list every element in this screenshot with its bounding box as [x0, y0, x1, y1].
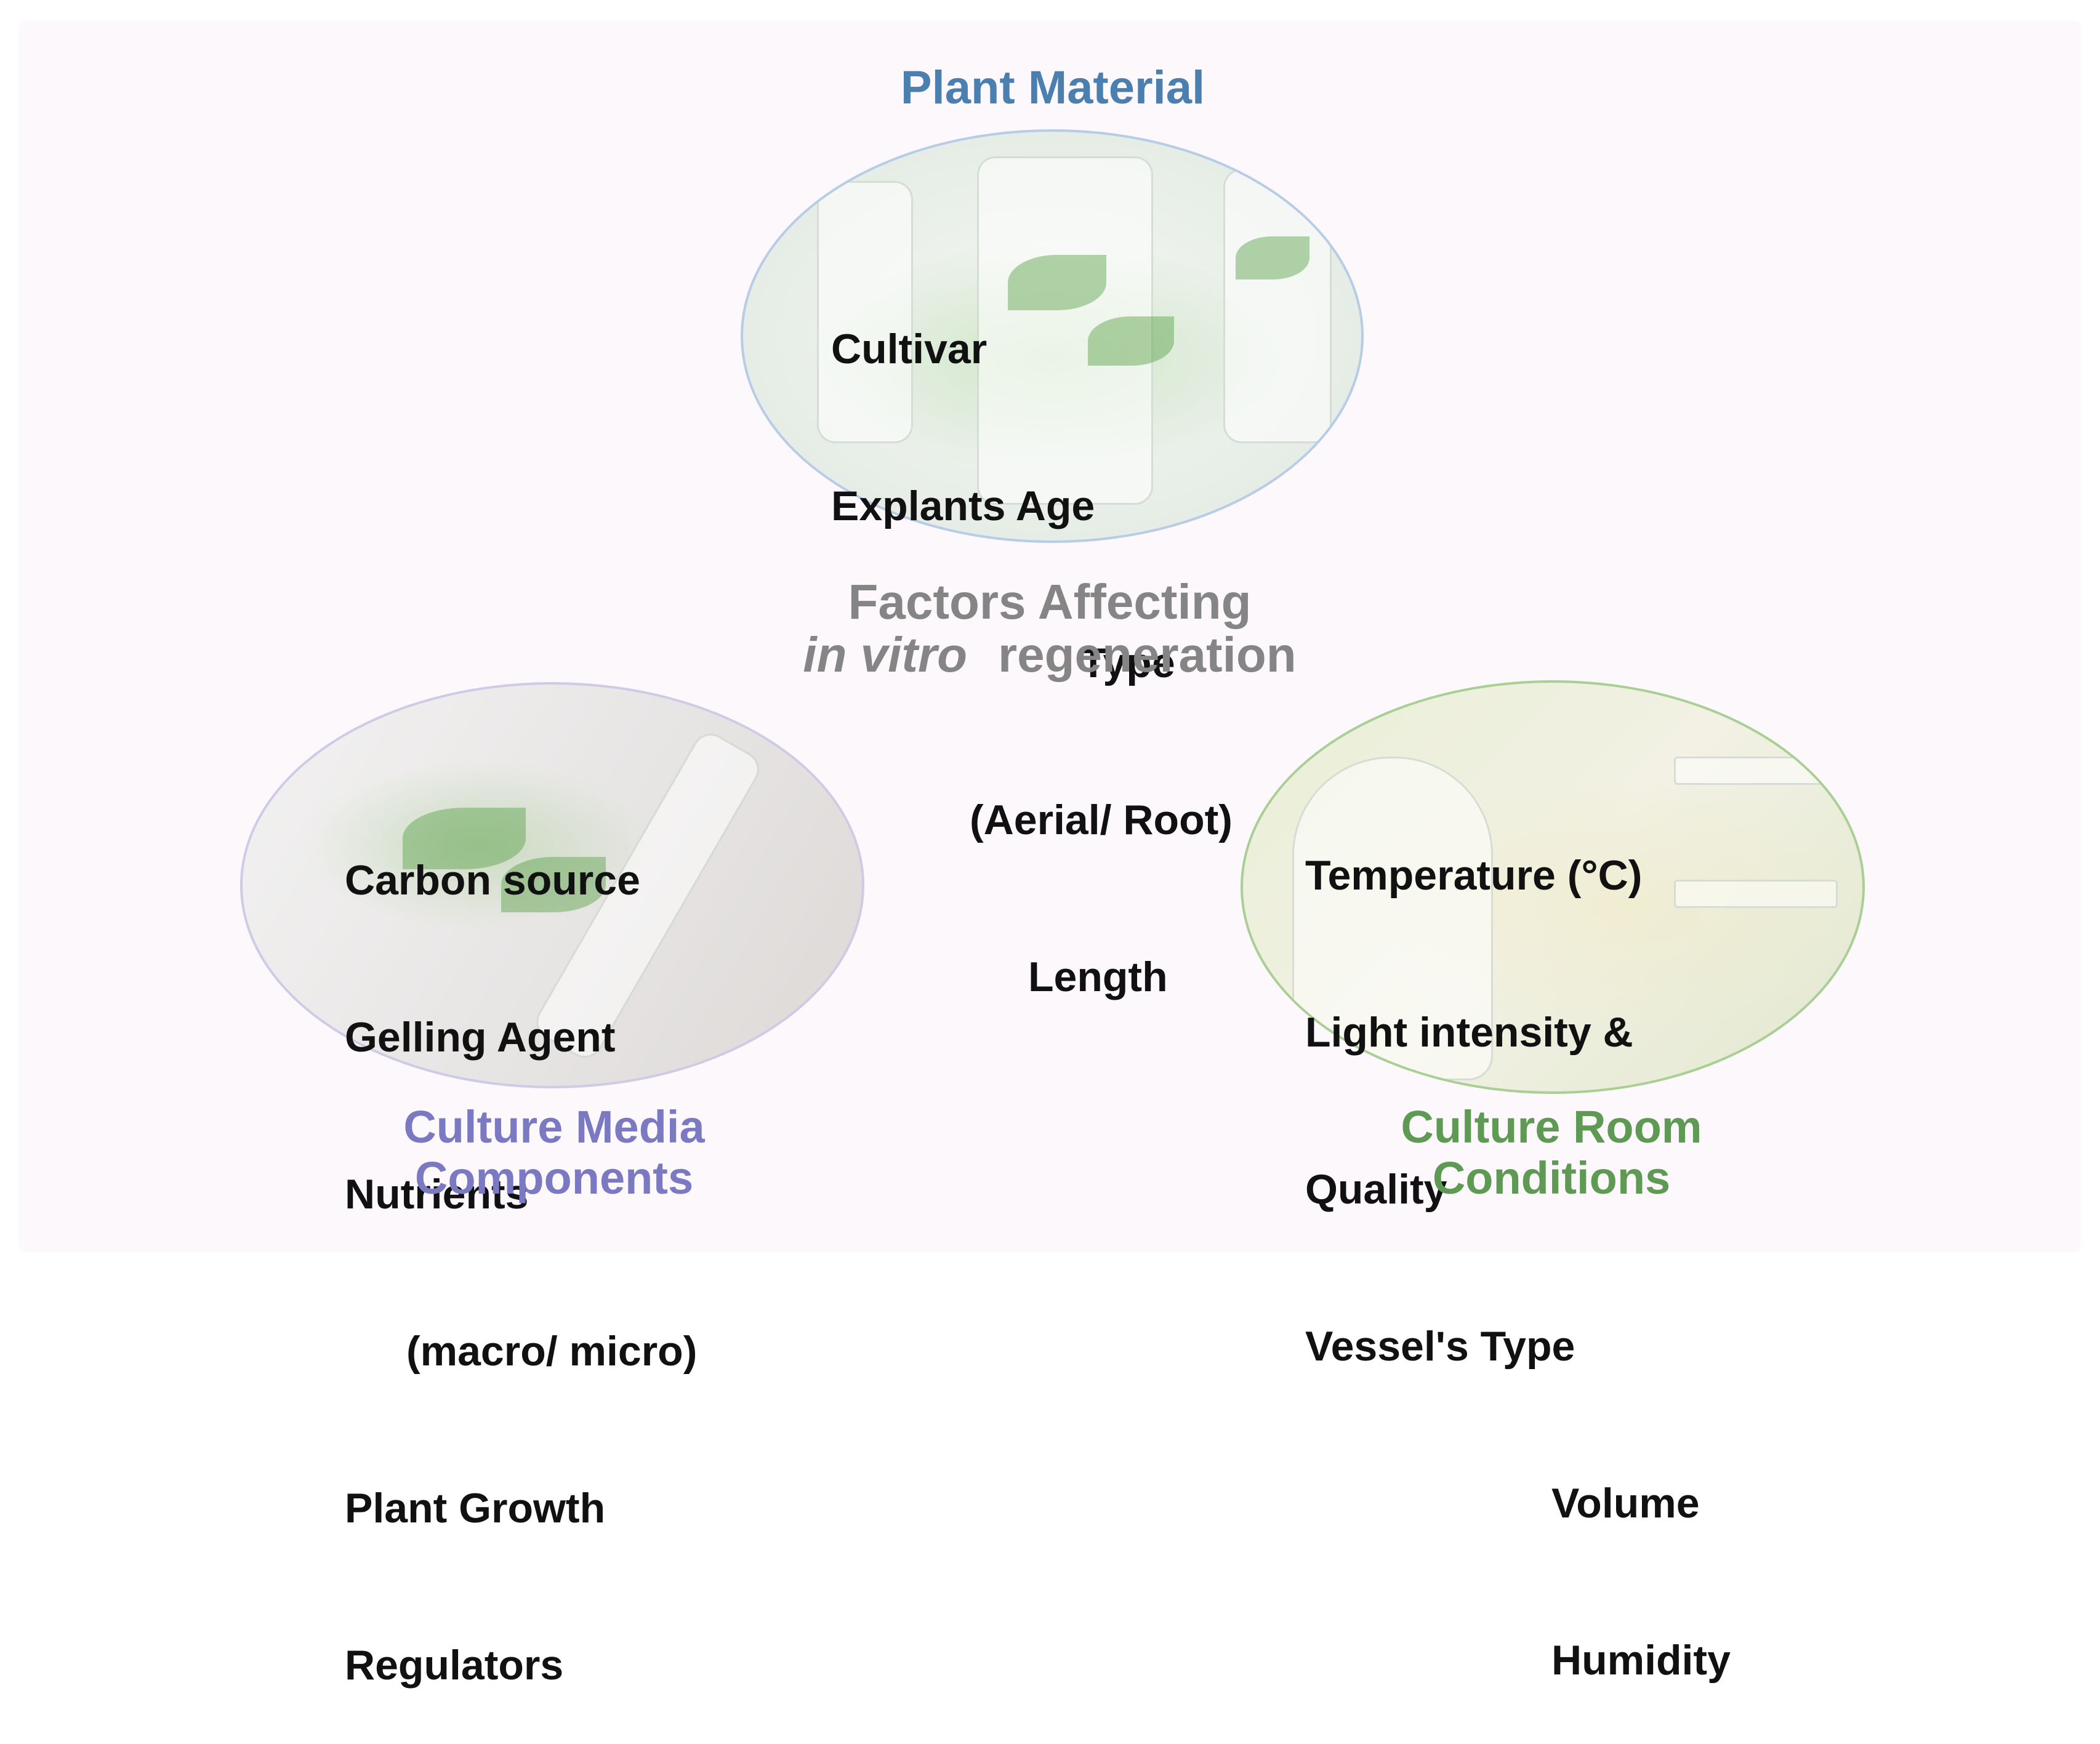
- center-title-line2: in vitro regeneration: [677, 629, 1422, 681]
- list-item: (Aerial/ Root): [970, 797, 1233, 843]
- list-item: Quality: [1305, 1166, 1447, 1213]
- culture-media-title: Culture Media Components: [296, 1101, 813, 1204]
- leaf-image: [1088, 316, 1174, 366]
- culture-media-title-line2: Components: [414, 1152, 694, 1204]
- list-item: Volume: [1551, 1480, 1700, 1527]
- shelf-image: [1674, 757, 1838, 785]
- leaf-image: [1008, 255, 1106, 310]
- jar-image: [977, 156, 1153, 505]
- leaf-image: [501, 857, 606, 912]
- list-item: Light intensity &: [1305, 1009, 1633, 1056]
- leaf-image: [403, 808, 526, 869]
- culture-room-title: Culture Room Conditions: [1293, 1101, 1810, 1204]
- culture-room-title-line1: Culture Room: [1401, 1101, 1702, 1152]
- culture-room-list: Temperature (°C) Light intensity & Quali…: [1305, 745, 1731, 1739]
- leaf-image: [1236, 236, 1309, 279]
- center-title-italic: in vitro: [803, 627, 968, 683]
- center-title-rest: regeneration: [998, 627, 1297, 683]
- list-item: Nutrients: [345, 1171, 529, 1218]
- jar-image: [1223, 169, 1332, 443]
- plant-material-list: Cultivar Explants Age Type (Aerial/ Root…: [831, 219, 1233, 1056]
- list-item: Explants Age: [831, 483, 1095, 529]
- shelf-image: [1674, 880, 1838, 908]
- center-title-line1: Factors Affecting: [848, 574, 1252, 629]
- culture-room-circle: [1241, 680, 1865, 1094]
- culture-media-circle: [240, 682, 864, 1088]
- list-item: Cultivar: [831, 326, 988, 372]
- list-item: Vessel's Type: [1305, 1323, 1575, 1370]
- plant-material-title: Plant Material: [900, 62, 1205, 114]
- list-item: Plant Growth: [345, 1485, 606, 1532]
- jar-image: [817, 181, 913, 443]
- list-item: Humidity: [1551, 1637, 1731, 1684]
- list-item: Carbon source: [345, 857, 640, 904]
- list-item: Type: [1080, 640, 1175, 686]
- list-item: Temperature (°C): [1305, 852, 1643, 899]
- list-item: Regulators: [345, 1642, 564, 1689]
- list-item: Length: [1028, 954, 1168, 1000]
- culture-media-title-line1: Culture Media: [403, 1101, 705, 1152]
- culture-media-list: Carbon source Gelling Agent Nutrients (m…: [345, 750, 697, 1744]
- plant-material-circle: [741, 129, 1364, 543]
- list-item: (macro/ micro): [406, 1328, 698, 1375]
- list-item: Gelling Agent: [345, 1014, 616, 1061]
- center-title: Factors Affecting in vitro regeneration: [677, 574, 1422, 682]
- culture-room-title-line2: Conditions: [1432, 1152, 1671, 1204]
- scientist-image: [1292, 757, 1493, 1080]
